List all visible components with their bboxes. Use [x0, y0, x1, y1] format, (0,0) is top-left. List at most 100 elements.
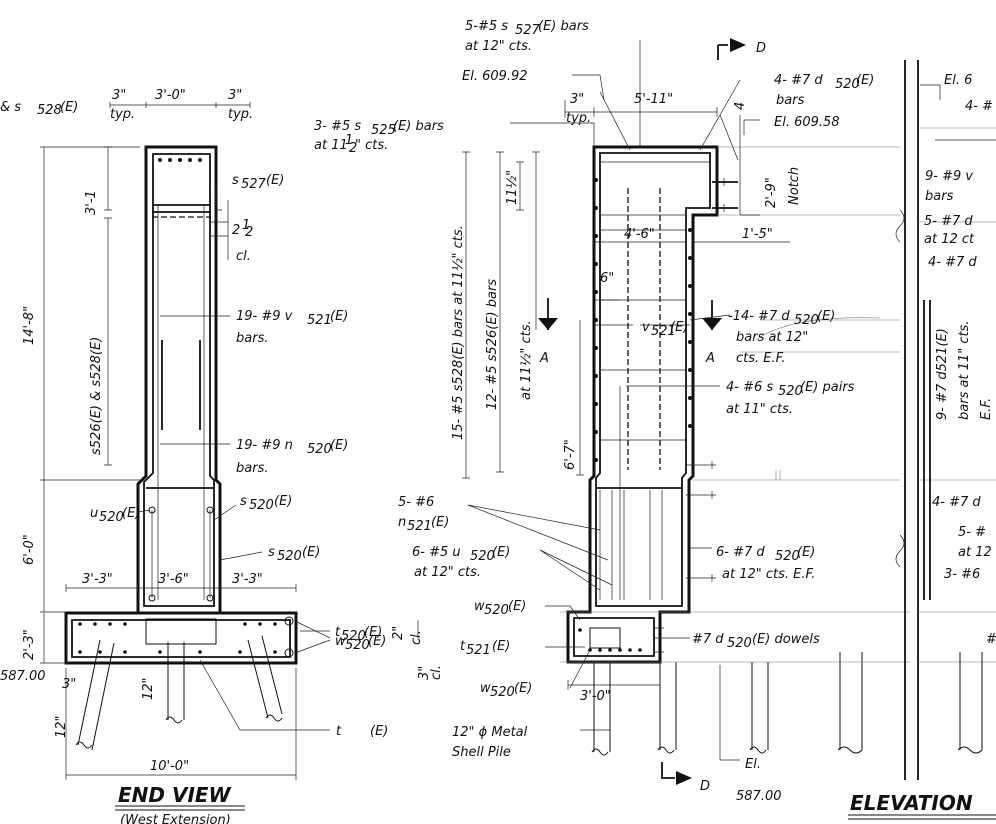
svg-text:(E): (E)	[508, 599, 526, 614]
svg-text:2: 2	[349, 141, 357, 156]
svg-text:cts. E.F.: cts. E.F.	[736, 351, 786, 366]
svg-text:at 11" cts.: at 11" cts.	[726, 402, 793, 417]
svg-text:520: 520	[775, 549, 800, 564]
svg-text:bars: bars	[925, 189, 954, 204]
svg-text:12": 12"	[141, 677, 156, 700]
svg-text:3- #6: 3- #6	[944, 567, 980, 582]
svg-text:2'-9": 2'-9"	[764, 177, 779, 208]
svg-text:#: #	[986, 632, 996, 647]
svg-text:El. 609.58: El. 609.58	[774, 115, 840, 130]
svg-text:s: s	[268, 545, 275, 560]
svg-text:527: 527	[241, 177, 267, 192]
svg-text:520: 520	[835, 77, 860, 92]
svg-text:521: 521	[407, 519, 432, 534]
svg-text:4- #7 d: 4- #7 d	[774, 73, 823, 88]
svg-text:2'-3": 2'-3"	[22, 629, 37, 660]
svg-text:typ.: typ.	[566, 111, 591, 126]
svg-text:5- #: 5- #	[958, 525, 986, 540]
svg-text:(E) dowels: (E) dowels	[752, 632, 820, 647]
svg-text:19- #9 n: 19- #9 n	[236, 438, 293, 453]
svg-text:520: 520	[277, 549, 302, 564]
svg-text:at 11: at 11	[314, 138, 348, 153]
svg-text:6- #7 d: 6- #7 d	[716, 545, 765, 560]
svg-text:cl.: cl.	[409, 630, 424, 645]
svg-text:bars: bars	[776, 93, 805, 108]
svg-text:bars.: bars.	[236, 461, 268, 476]
svg-text:typ.: typ.	[110, 107, 135, 122]
svg-text:A: A	[705, 351, 715, 366]
section-d-bottom: D	[700, 779, 710, 794]
svg-text:4- #6 s: 4- #6 s	[726, 380, 773, 395]
svg-text:(E): (E)	[368, 634, 386, 649]
svg-text:(E): (E)	[364, 625, 382, 640]
svg-text:(E): (E)	[817, 309, 835, 324]
svg-text:(E): (E)	[797, 545, 815, 560]
end-view-labels: 3" typ. 3'-0" 3" typ. & s 528 (E) 3'-1 1…	[0, 88, 444, 824]
svg-text:bars at 12": bars at 12"	[736, 330, 808, 345]
svg-text:(E): (E)	[266, 173, 284, 188]
svg-text:(E) pairs: (E) pairs	[800, 380, 855, 395]
svg-text:w: w	[474, 599, 485, 614]
svg-text:520: 520	[778, 384, 803, 399]
svg-text:525: 525	[371, 123, 396, 138]
svg-text:521: 521	[651, 324, 676, 339]
svg-text:(E): (E)	[670, 320, 688, 335]
svg-text:(E): (E)	[370, 724, 388, 739]
svg-text:587.00: 587.00	[736, 789, 782, 804]
svg-text:v: v	[642, 320, 650, 335]
svg-text:11½": 11½"	[505, 170, 520, 205]
svg-text:521: 521	[466, 643, 491, 658]
svg-text:at 12: at 12	[958, 545, 992, 560]
svg-text:520: 520	[345, 638, 370, 653]
svg-text:3": 3"	[228, 88, 242, 103]
svg-text:3'-0": 3'-0"	[580, 689, 611, 704]
svg-text:4- #7 d: 4- #7 d	[932, 495, 981, 510]
svg-text:bars.: bars.	[236, 331, 268, 346]
svg-text:cl.: cl.	[236, 249, 251, 264]
svg-text:(E) bars: (E) bars	[393, 119, 444, 134]
svg-text:at 12" cts. E.F.: at 12" cts. E.F.	[722, 567, 815, 582]
svg-text:typ.: typ.	[228, 107, 253, 122]
svg-text:(E): (E)	[330, 309, 348, 324]
svg-text:6- #5 u: 6- #5 u	[412, 545, 461, 560]
svg-text:4- #: 4- #	[965, 99, 993, 114]
svg-text:w: w	[480, 681, 491, 696]
svg-text:14'-8": 14'-8"	[22, 306, 37, 345]
svg-text:El.: El.	[745, 757, 761, 772]
svg-text:520: 520	[307, 442, 332, 457]
svg-text:n: n	[398, 515, 406, 530]
svg-text:Notch: Notch	[787, 167, 802, 205]
svg-text:5-#5 s: 5-#5 s	[465, 19, 508, 34]
svg-text:3": 3"	[417, 666, 432, 680]
svg-text:A: A	[539, 351, 549, 366]
svg-text:3": 3"	[112, 88, 126, 103]
svg-text:587.00: 587.00	[0, 669, 46, 684]
svg-text:2: 2	[245, 225, 253, 240]
svg-text:cl.: cl.	[429, 665, 444, 680]
svg-text:6": 6"	[600, 271, 614, 286]
svg-text:#7 d: #7 d	[692, 632, 724, 647]
svg-text:3'-3": 3'-3"	[82, 572, 113, 587]
svg-text:(E): (E)	[302, 545, 320, 560]
svg-text:527: 527	[515, 23, 541, 38]
svg-text:3'-0": 3'-0"	[155, 88, 186, 103]
svg-text:t: t	[335, 625, 341, 640]
svg-text:u: u	[90, 506, 98, 521]
svg-text:520: 520	[99, 510, 124, 525]
svg-text:s526(E) & s528(E): s526(E) & s528(E)	[89, 337, 104, 455]
svg-text:528: 528	[37, 103, 62, 118]
svg-text:3": 3"	[62, 677, 76, 692]
svg-text:520: 520	[484, 603, 509, 618]
svg-text:520: 520	[249, 498, 274, 513]
svg-text:19- #9 v: 19- #9 v	[236, 309, 293, 324]
svg-text:3'-6": 3'-6"	[158, 572, 189, 587]
svg-text:1'-5": 1'-5"	[742, 227, 773, 242]
svg-text:at 11½" cts.: at 11½" cts.	[519, 320, 534, 400]
svg-text:(E): (E)	[856, 73, 874, 88]
svg-text:2: 2	[232, 223, 240, 238]
svg-text:3": 3"	[570, 92, 584, 107]
svg-text:5- #7 d: 5- #7 d	[924, 214, 973, 229]
svg-text:6'-0": 6'-0"	[22, 534, 37, 565]
svg-text:9- #7 d521(E): 9- #7 d521(E)	[935, 328, 950, 420]
svg-text:3- #5 s: 3- #5 s	[314, 119, 361, 134]
